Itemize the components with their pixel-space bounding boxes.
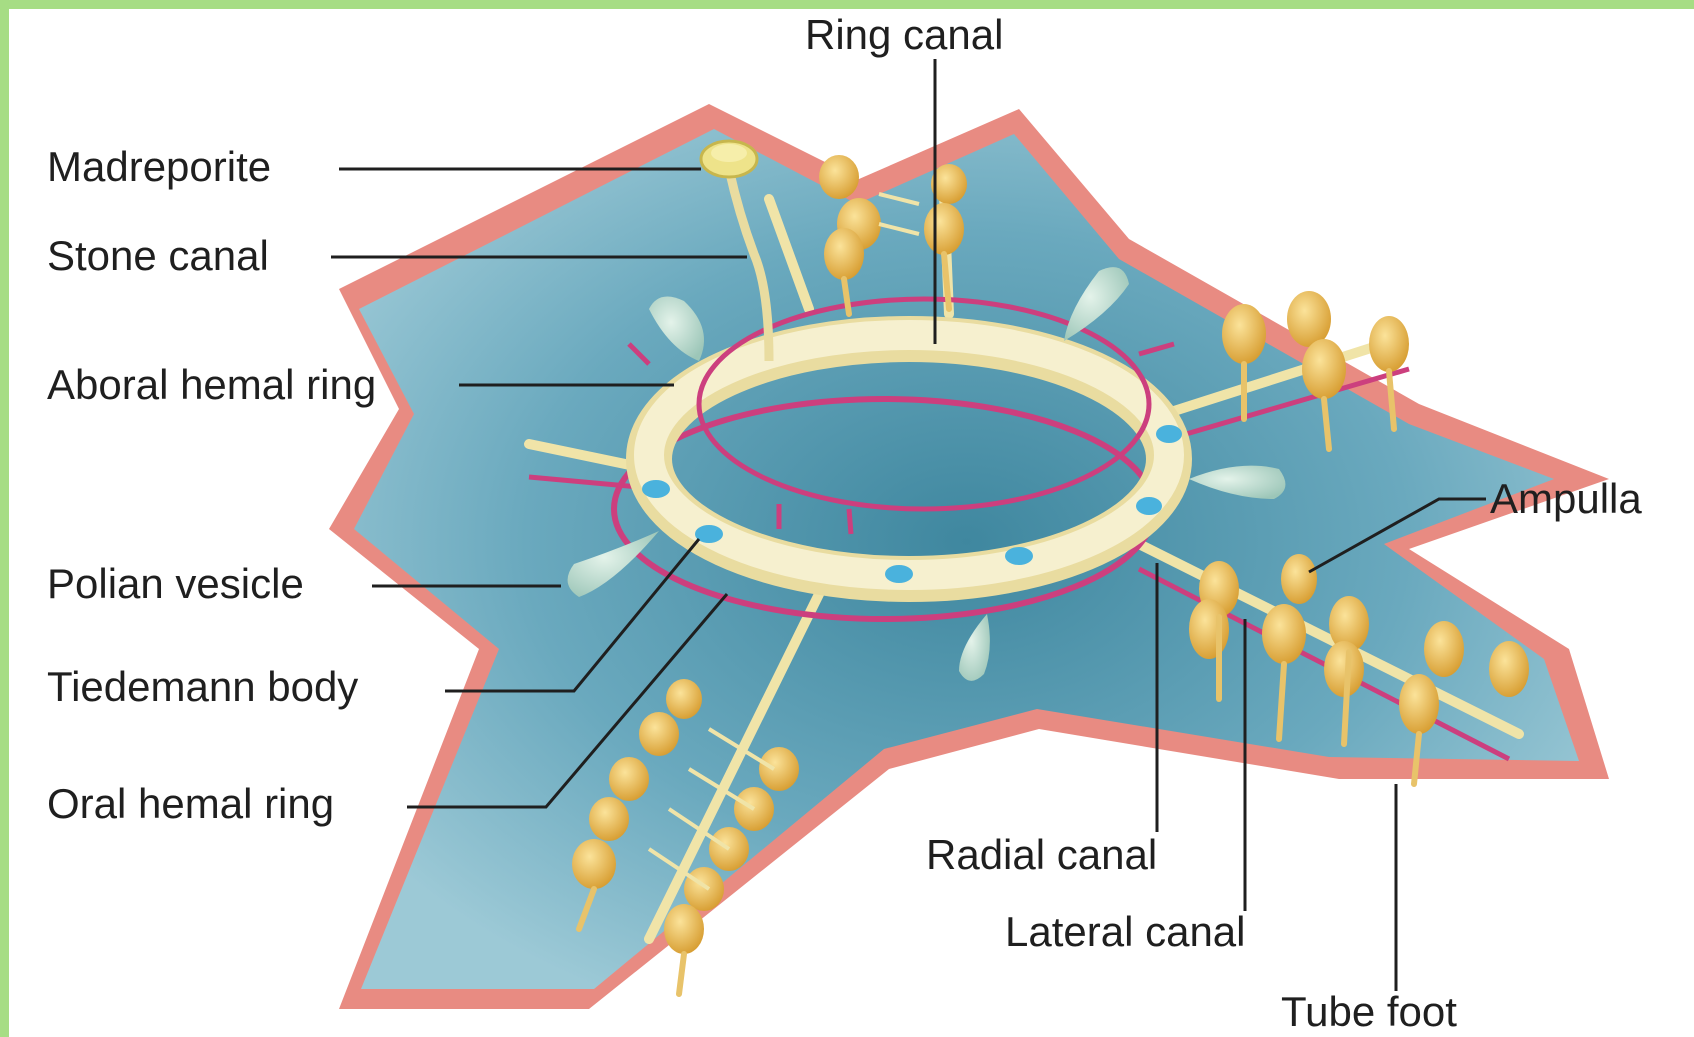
label-ampulla: Ampulla	[1490, 478, 1642, 520]
label-aboral-hemal-ring: Aboral hemal ring	[47, 364, 376, 406]
label-oral-hemal-ring: Oral hemal ring	[47, 783, 334, 825]
label-lateral-canal: Lateral canal	[1005, 911, 1246, 953]
label-tiedemann-body: Tiedemann body	[47, 666, 358, 708]
madreporite	[701, 141, 757, 177]
label-madreporite: Madreporite	[47, 146, 271, 188]
label-ring-canal: Ring canal	[805, 14, 1003, 56]
label-radial-canal: Radial canal	[926, 834, 1157, 876]
label-tube-foot: Tube foot	[1281, 991, 1457, 1033]
label-stone-canal: Stone canal	[47, 235, 269, 277]
label-polian-vesicle: Polian vesicle	[47, 563, 304, 605]
